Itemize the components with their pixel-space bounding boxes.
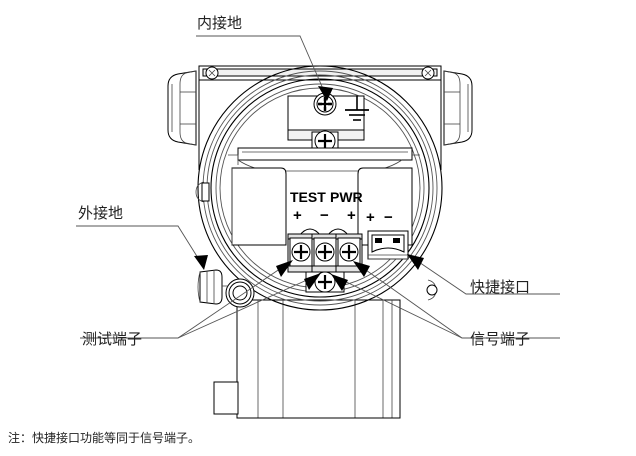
arrow-signal-terminal-2 xyxy=(331,274,348,291)
callout-external-ground: 外接地 xyxy=(78,204,123,222)
leader-test-terminal-b xyxy=(177,273,321,339)
label-test: TEST xyxy=(290,189,326,205)
polarity-quick-minus: − xyxy=(384,209,393,226)
footnote-note: 注：快捷接口功能等同于信号端子。 xyxy=(8,430,200,445)
cover-latch-left xyxy=(195,181,210,203)
transmitter-neck xyxy=(213,299,401,419)
internal-ground-screw xyxy=(313,92,337,116)
arrow-signal-terminal-1 xyxy=(353,261,370,277)
polarity-test-minus: − xyxy=(320,207,329,224)
callout-quick-connector: 快捷接口 xyxy=(470,278,530,296)
terminal-screw-2[interactable] xyxy=(313,237,337,267)
callout-leaders xyxy=(76,35,560,339)
arrow-test-terminal-2 xyxy=(304,273,321,290)
arrow-test-terminal-1 xyxy=(276,260,293,277)
callout-labels: 内接地 外接地 测试端子 快捷接口 信号端子 xyxy=(78,14,530,348)
callout-internal-ground: 内接地 xyxy=(197,14,242,32)
arrow-external-ground xyxy=(194,255,208,270)
conduit-port-right xyxy=(443,70,473,146)
terminal-screw-1[interactable] xyxy=(289,237,313,267)
terminal-screw-3[interactable] xyxy=(337,237,361,267)
quick-connector-block[interactable] xyxy=(367,230,409,260)
polarity-quick-plus: + xyxy=(366,209,375,226)
polarity-pwr-plus: + xyxy=(347,207,356,224)
callout-signal-terminal: 信号端子 xyxy=(470,330,530,348)
arrow-internal-ground xyxy=(318,86,333,101)
label-pwr: PWR xyxy=(330,189,363,205)
leader-quick-connector xyxy=(407,254,560,295)
polarity-test-plus: + xyxy=(293,207,302,224)
conduit-port-left xyxy=(167,70,197,146)
housing-body xyxy=(167,65,473,170)
terminal-labels: TEST PWR + − + + − xyxy=(290,189,393,226)
leader-signal-terminal-b xyxy=(331,274,463,339)
leader-external-ground xyxy=(76,225,208,270)
bracket-screw-lower xyxy=(305,271,345,293)
leader-internal-ground xyxy=(196,35,333,101)
external-ground-lug xyxy=(197,269,255,308)
earth-ground-symbol xyxy=(345,96,369,121)
cover-latch-right xyxy=(426,279,438,301)
arrow-quick-connector xyxy=(407,254,424,270)
terminal-block xyxy=(287,228,409,293)
housing-interior xyxy=(228,92,420,246)
callout-test-terminal: 测试端子 xyxy=(82,330,142,348)
